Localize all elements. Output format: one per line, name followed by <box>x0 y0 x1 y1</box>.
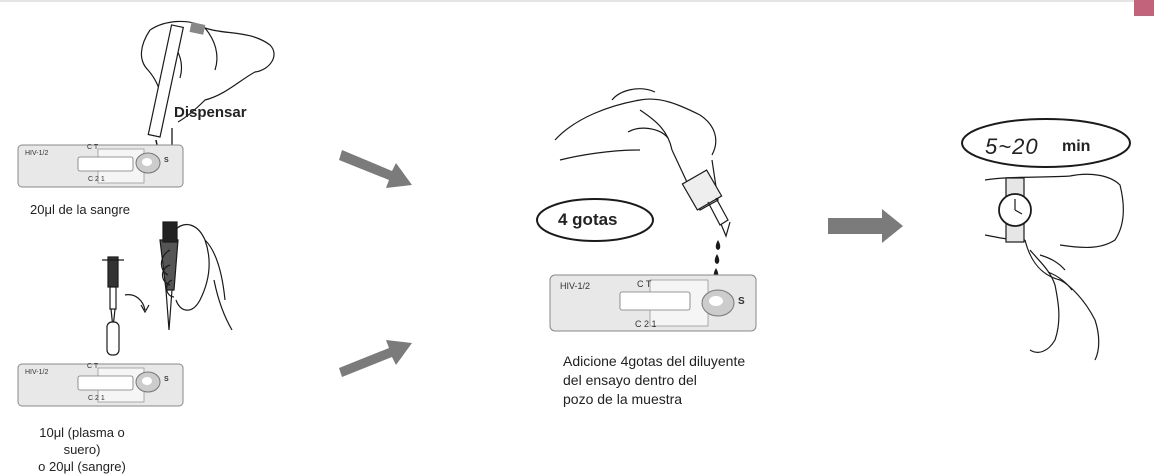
arrow-lower <box>339 340 412 377</box>
serum-caption-line1: 10μl (plasma o suero) <box>39 425 125 457</box>
device-1-name: HIV-1/2 <box>25 150 49 157</box>
dispense-label: Dispensar <box>174 104 247 121</box>
test-device-2 <box>17 363 184 407</box>
flow-arrows <box>339 150 903 377</box>
wristwatch-icon <box>984 173 1124 361</box>
drops-badge-text: 4 gotas <box>558 210 618 229</box>
hand-capillary-icon <box>140 20 275 154</box>
serum-caption: 10μl (plasma o suero) o 20μl (sangre) <box>22 424 142 475</box>
device-2-bottom-marks: C 2 1 <box>88 395 105 402</box>
device-1-top-marks: C T <box>87 144 99 151</box>
blood-caption: 20μl de la sangre <box>30 202 131 217</box>
device-2-sample-mark: S <box>164 376 169 383</box>
test-device-1 <box>17 144 184 188</box>
device-1-sample-mark: S <box>164 157 169 164</box>
serum-caption-line2: o 20μl (sangre) <box>38 459 126 474</box>
device-2-name: HIV-1/2 <box>25 369 49 376</box>
timer-value: 5~20 <box>985 134 1039 159</box>
hand-dropper-icon <box>554 88 731 238</box>
device-3-bottom-marks: C 2 1 <box>635 319 657 329</box>
diluent-caption-line3: pozo de la muestra <box>563 391 683 407</box>
device-1-bottom-marks: C 2 1 <box>88 176 105 183</box>
test-device-3 <box>549 274 757 332</box>
procedure-illustration <box>17 20 1131 407</box>
diluent-caption: Adicione 4gotas del diluyente del ensayo… <box>563 352 803 409</box>
device-2-top-marks: C T <box>87 363 99 370</box>
arrow-upper <box>339 150 412 188</box>
corner-tab <box>1134 0 1154 16</box>
device-3-top-marks: C T <box>637 279 652 289</box>
micropipette-icon <box>102 221 233 356</box>
top-rule <box>0 0 1154 2</box>
timer-badge-frame <box>961 118 1131 168</box>
diluent-caption-line1: Adicione 4gotas del diluyente <box>563 353 746 369</box>
arrow-right <box>828 209 903 243</box>
diluent-caption-line2: del ensayo dentro del <box>563 372 697 388</box>
drops-badge-frame <box>536 198 654 242</box>
device-3-name: HIV-1/2 <box>560 281 591 291</box>
device-3-sample-mark: S <box>738 296 745 307</box>
timer-unit: min <box>1062 138 1091 155</box>
